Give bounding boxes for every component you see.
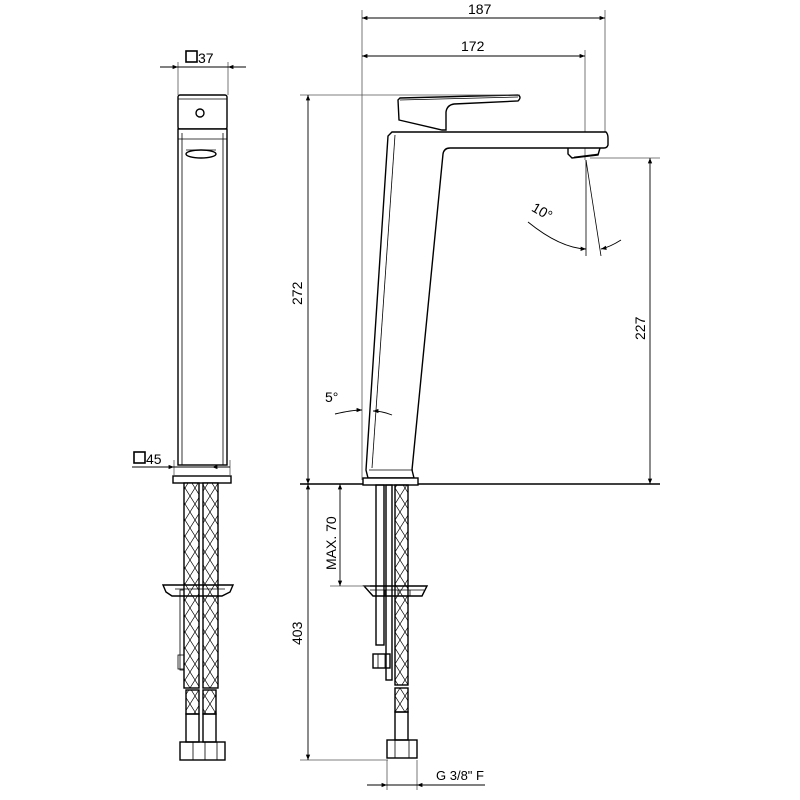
dimension-square-37: 37 [160,50,246,95]
side-view: 37 45 [132,50,246,761]
angle-10-label: 10° [529,199,555,223]
max-70-label: MAX. 70 [323,516,339,570]
front-view: 187 172 10° 272 [289,1,660,790]
dimension-227-label: 227 [632,316,648,340]
dimension-square-45: 45 [132,451,231,476]
dimension-272-label: 272 [289,281,305,305]
dimension-403-label: 403 [289,621,305,645]
dimension-45-label: 45 [146,451,162,467]
dimension-172-label: 172 [461,38,485,54]
dimension-172: 172 [362,38,586,160]
dimension-403: 403 [289,484,388,761]
lever-screw-icon [195,108,205,118]
dimension-thread: G 3/8" F [367,760,485,790]
square-symbol-icon [185,50,198,63]
dimension-187: 187 [361,1,606,480]
dimension-187-label: 187 [468,1,492,17]
dimension-272: 272 [289,94,520,484]
angle-10-indicator: 10° [527,159,622,257]
angle-5-label: 5° [325,389,338,405]
dimension-max-70: MAX. 70 [323,484,370,587]
thread-label: G 3/8" F [436,768,484,783]
square-symbol-icon [133,451,146,464]
dimension-37-label: 37 [198,50,214,66]
angle-5-indicator: 5° [325,389,393,416]
dimension-227: 227 [590,157,660,484]
